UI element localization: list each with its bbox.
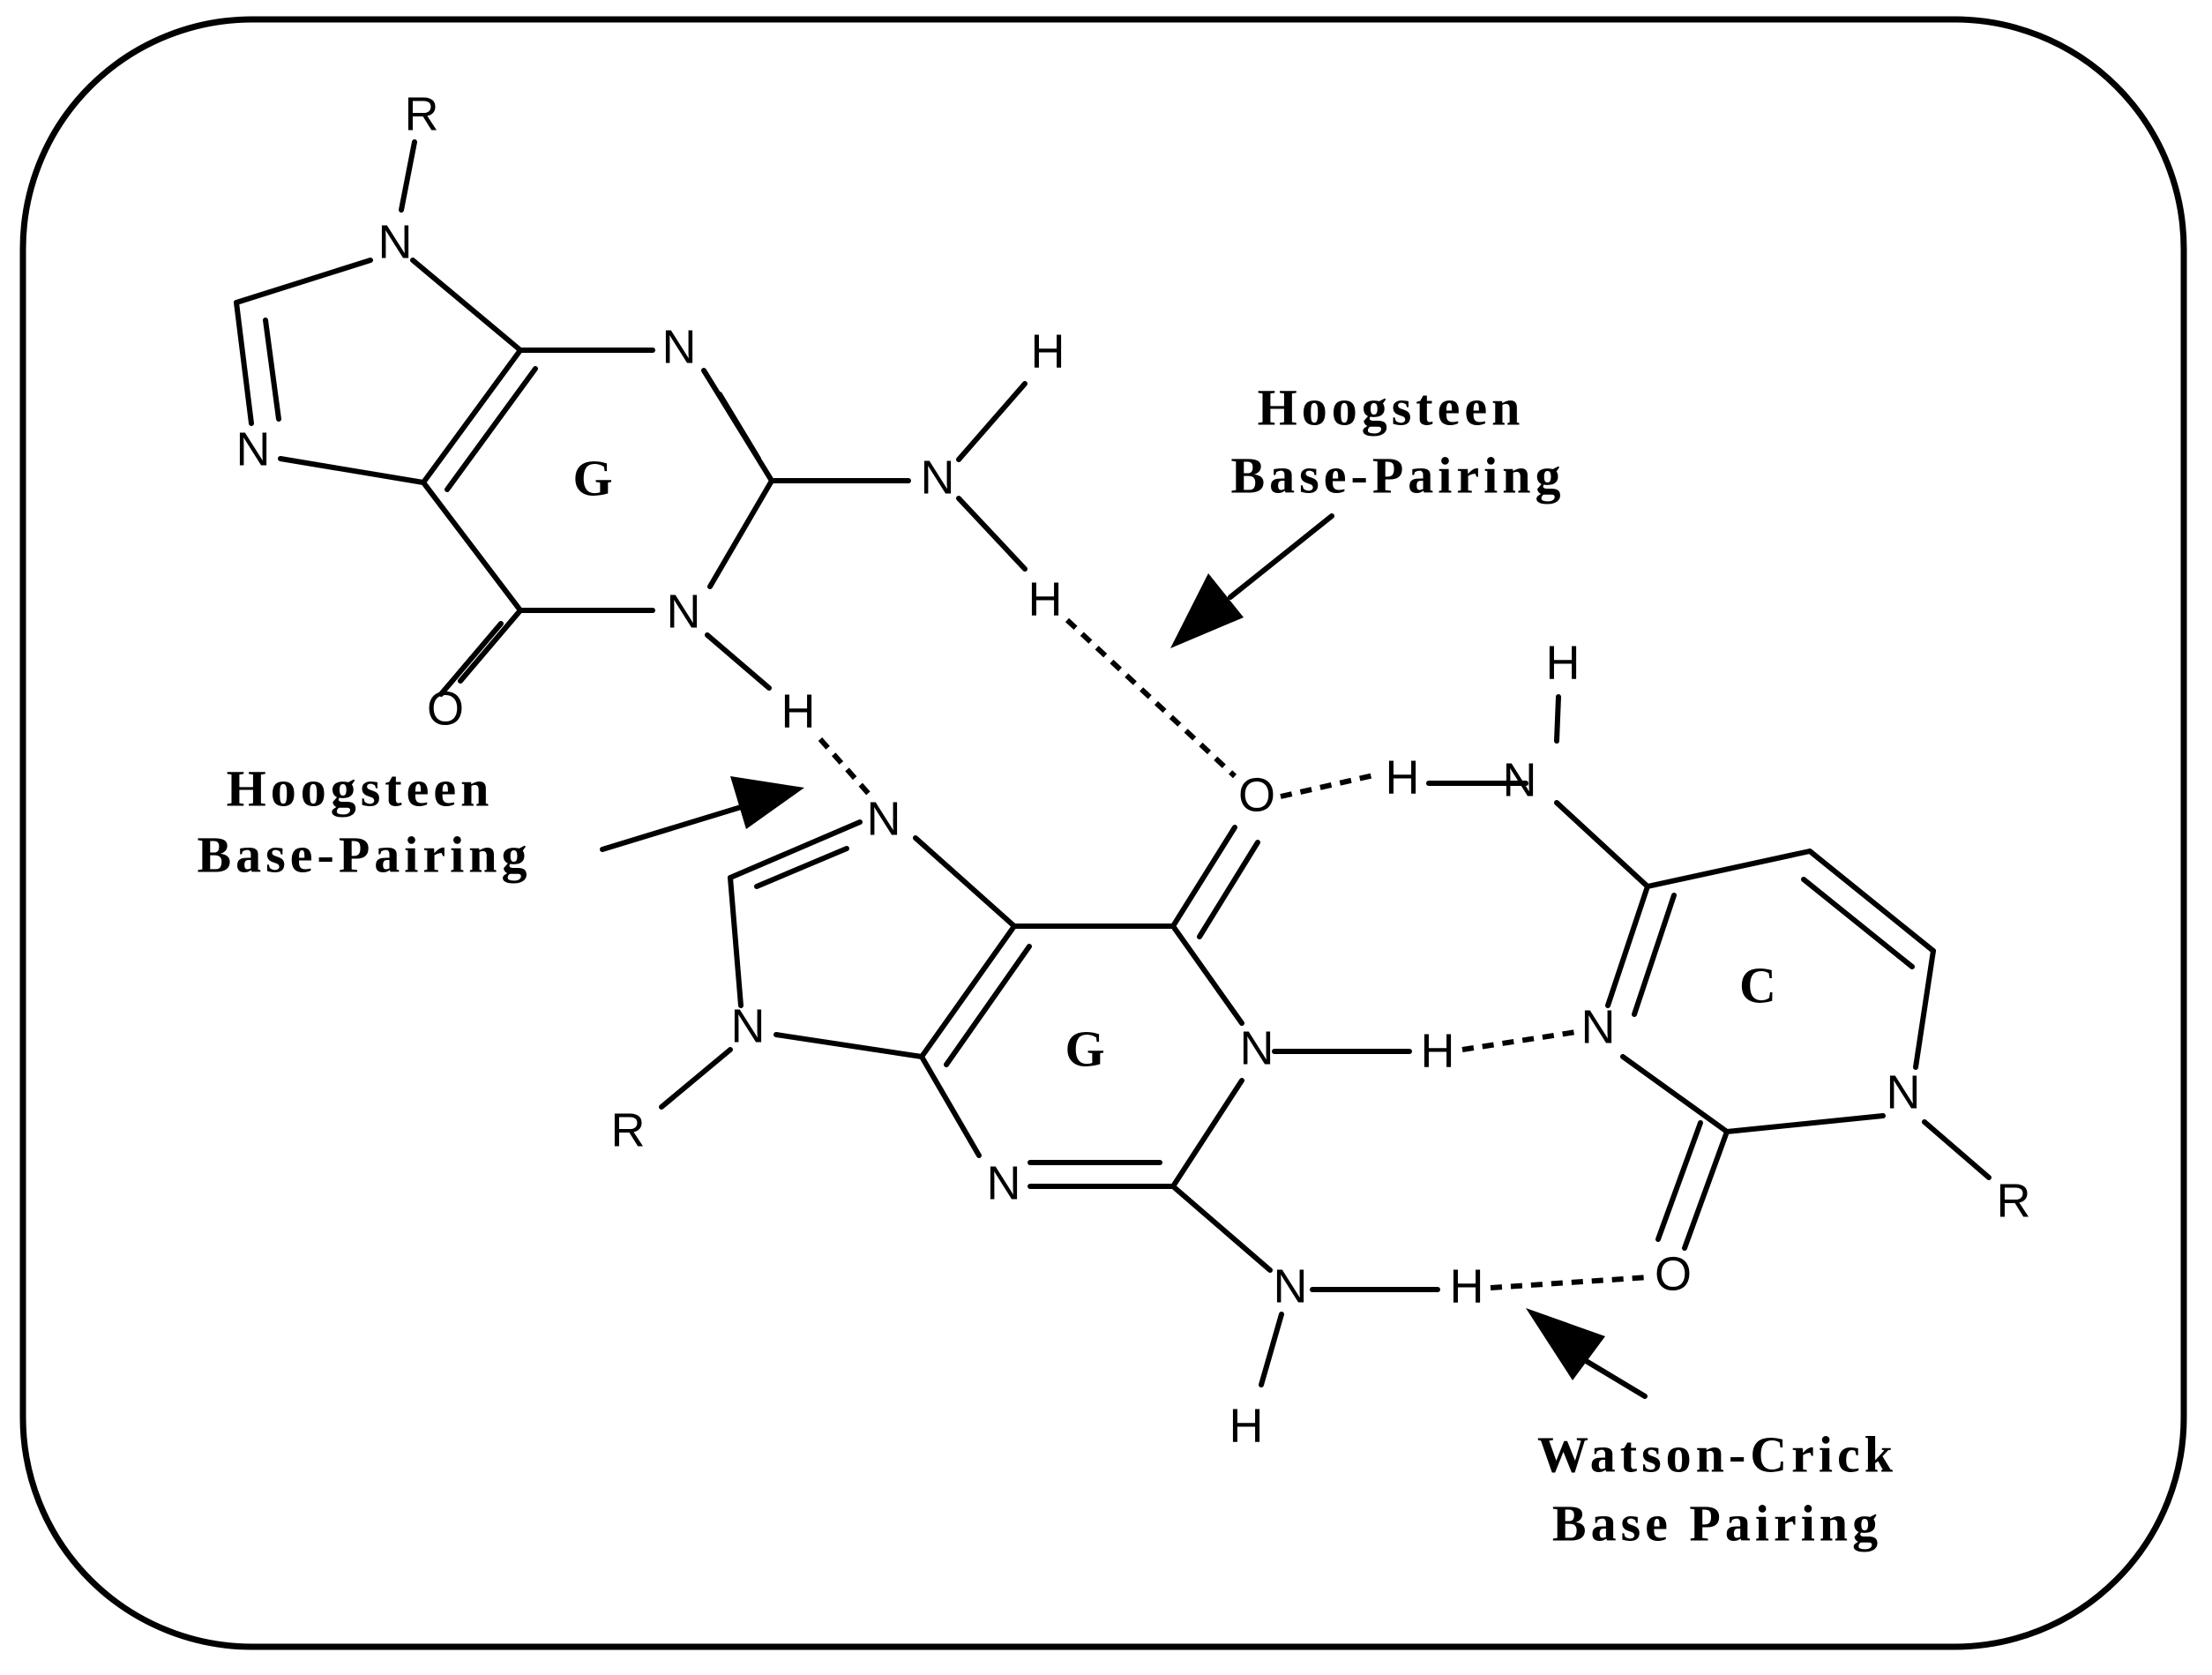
hbond-h-to-o [1490,1275,1650,1290]
arrow-hoogsteen-left [600,776,804,852]
hbond-top-h-to-n [818,737,871,796]
atom-h-n2-right: H [1450,1260,1484,1312]
atom-n1-top: N [667,585,701,638]
atom-n3-top: N [662,320,697,373]
atom-h-n4-left: H [1386,751,1420,804]
atom-h-n1-middle: H [1421,1024,1455,1077]
caption-hoogsteen-left-line1: Hoogsteen [227,759,494,817]
guanine-middle [659,819,1440,1387]
atom-r-middle: R [611,1103,646,1156]
atom-h-top-lower: H [1028,572,1063,625]
atom-r-top: R [405,87,439,140]
atom-o2-cytosine: O [1655,1247,1692,1300]
atom-n7-middle: N [867,792,901,845]
atom-h-n2-lower: H [1229,1399,1264,1452]
arrow-hoogsteen-top [1170,513,1334,648]
hbond-h-to-n [1461,1029,1577,1052]
annotation-captions: Hoogsteen Base-Pairing Hoogsteen Base-Pa… [198,378,1897,1552]
atom-n3-cytosine: N [1581,1000,1616,1053]
ring-label-cytosine: C [1739,956,1776,1013]
atom-r-cytosine: R [1997,1174,2031,1227]
diagram-frame [19,16,2187,1650]
caption-hoogsteen-top-line2: Base-Pairing [1231,446,1566,504]
guanine-top [234,139,1028,697]
atom-n1-cytosine: N [1887,1066,1921,1118]
caption-hoogsteen-top-line1: Hoogsteen [1258,378,1525,436]
ring-label-guanine-top: G [572,449,612,506]
atom-o6-top: O [427,682,464,735]
caption-watson-crick-line2: Base Pairing [1552,1494,1882,1552]
caption-watson-crick-line1: Watson-Crick [1537,1425,1897,1483]
atom-n1-middle: N [1240,1021,1274,1074]
hbond-top-h-to-o [1065,617,1237,779]
caption-hoogsteen-left-line2: Base-Pairing [198,826,532,883]
hbond-o-to-h [1280,772,1379,799]
atom-h-top-upper: H [1031,325,1065,378]
annotation-arrows [600,513,1648,1399]
atom-n9-top: N [378,215,413,268]
hydrogen-bonds [818,617,1650,1290]
ring-labels: G G C [572,449,1776,1077]
atom-n4-cytosine: N [1503,753,1537,806]
atom-n2-top: N [921,451,955,504]
atom-h-n1-top: H [781,684,816,737]
atom-n2-middle: N [1274,1260,1308,1312]
atom-n7-top: N [236,422,271,475]
atom-n9-middle: N [731,999,766,1052]
cytosine [1426,694,1992,1251]
atom-n3-middle: N [987,1156,1021,1209]
ring-label-guanine-middle: G [1065,1020,1104,1077]
atom-labels: R N N N N H H N O H N N R N N H O N H H … [236,87,2031,1452]
arrow-watson-crick [1526,1308,1648,1399]
atom-h-n4-upper: H [1546,636,1581,689]
atom-o6-middle: O [1238,768,1275,821]
